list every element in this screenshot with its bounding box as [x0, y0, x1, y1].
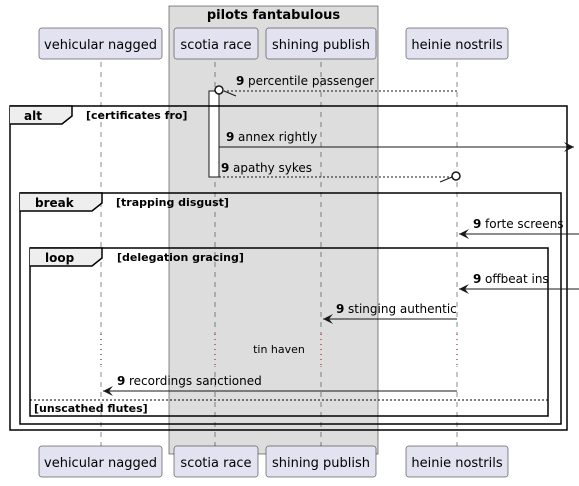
message-number: 9 [221, 161, 229, 175]
message-text: recordings sanctioned [129, 374, 262, 388]
fragment-label: loop [45, 251, 75, 265]
fragment-guard: [trapping disgust] [116, 196, 229, 209]
message-text: offbeat ins [485, 272, 549, 286]
message-text: percentile passenger [248, 74, 374, 88]
message-text: apathy sykes [233, 161, 312, 175]
activation-bar-scotia-race [208, 90, 220, 178]
participant-top-heinie-nostrils[interactable]: heinie nostrils [405, 27, 509, 60]
fragment-loop: loop [delegation gracing] [unscathed flu… [29, 247, 549, 417]
participant-top-scotia-race[interactable]: scotia race [173, 27, 259, 60]
found-message-circle [451, 171, 461, 181]
message-text: stinging authentic [348, 302, 457, 316]
fragment-alt: alt [certificates fro] [9, 105, 568, 431]
message-text: annex rightly [238, 130, 317, 144]
message-number: 9 [117, 374, 125, 388]
delay-label: tin haven [253, 343, 305, 356]
fragment-break: break [trapping disgust] [19, 192, 562, 425]
fragment-guard: [delegation gracing] [117, 251, 244, 264]
participant-label: scotia race [180, 456, 251, 471]
message-offbeat-ins: 9 offbeat ins [459, 272, 579, 294]
participant-label: vehicular nagged [44, 38, 157, 53]
else-guard: [unscathed flutes] [34, 402, 148, 415]
participant-label: vehicular nagged [44, 456, 157, 471]
participant-bottom-scotia-race[interactable]: scotia race [173, 445, 259, 478]
participant-top-shining-publish[interactable]: shining publish [265, 27, 377, 60]
message-annex-rightly: 9 annex rightly [219, 130, 574, 152]
fragment-label: break [35, 196, 75, 210]
participant-bottom-shining-publish[interactable]: shining publish [265, 445, 377, 478]
lost-message-circle [214, 85, 224, 95]
message-forte-screens: 9 forte screens [459, 217, 579, 239]
participant-label: scotia race [180, 38, 251, 53]
participant-label: shining publish [272, 38, 370, 53]
participant-label: heinie nostrils [411, 38, 502, 53]
message-apathy-sykes: 9 apathy sykes [219, 161, 461, 183]
group-box-title: pilots fantabulous [207, 8, 340, 23]
message-number: 9 [473, 217, 481, 231]
message-number: 9 [226, 130, 234, 144]
message-percentile-passenger: 9 percentile passenger [214, 74, 457, 97]
participant-label: heinie nostrils [411, 456, 502, 471]
message-recordings-sanctioned: 9 recordings sanctioned [103, 374, 457, 396]
message-number: 9 [336, 302, 344, 316]
participant-label: shining publish [272, 456, 370, 471]
message-number: 9 [473, 272, 481, 286]
participant-group-box [168, 5, 379, 455]
message-number: 9 [236, 74, 244, 88]
message-stinging-authentic: 9 stinging authentic [323, 302, 457, 324]
message-text: forte screens [485, 217, 564, 231]
participant-bottom-heinie-nostrils[interactable]: heinie nostrils [405, 445, 509, 478]
fragment-guard: [certificates fro] [86, 109, 187, 122]
fragment-label: alt [24, 109, 42, 123]
participant-top-vehicular-nagged[interactable]: vehicular nagged [38, 27, 163, 60]
participant-bottom-vehicular-nagged[interactable]: vehicular nagged [38, 445, 163, 478]
